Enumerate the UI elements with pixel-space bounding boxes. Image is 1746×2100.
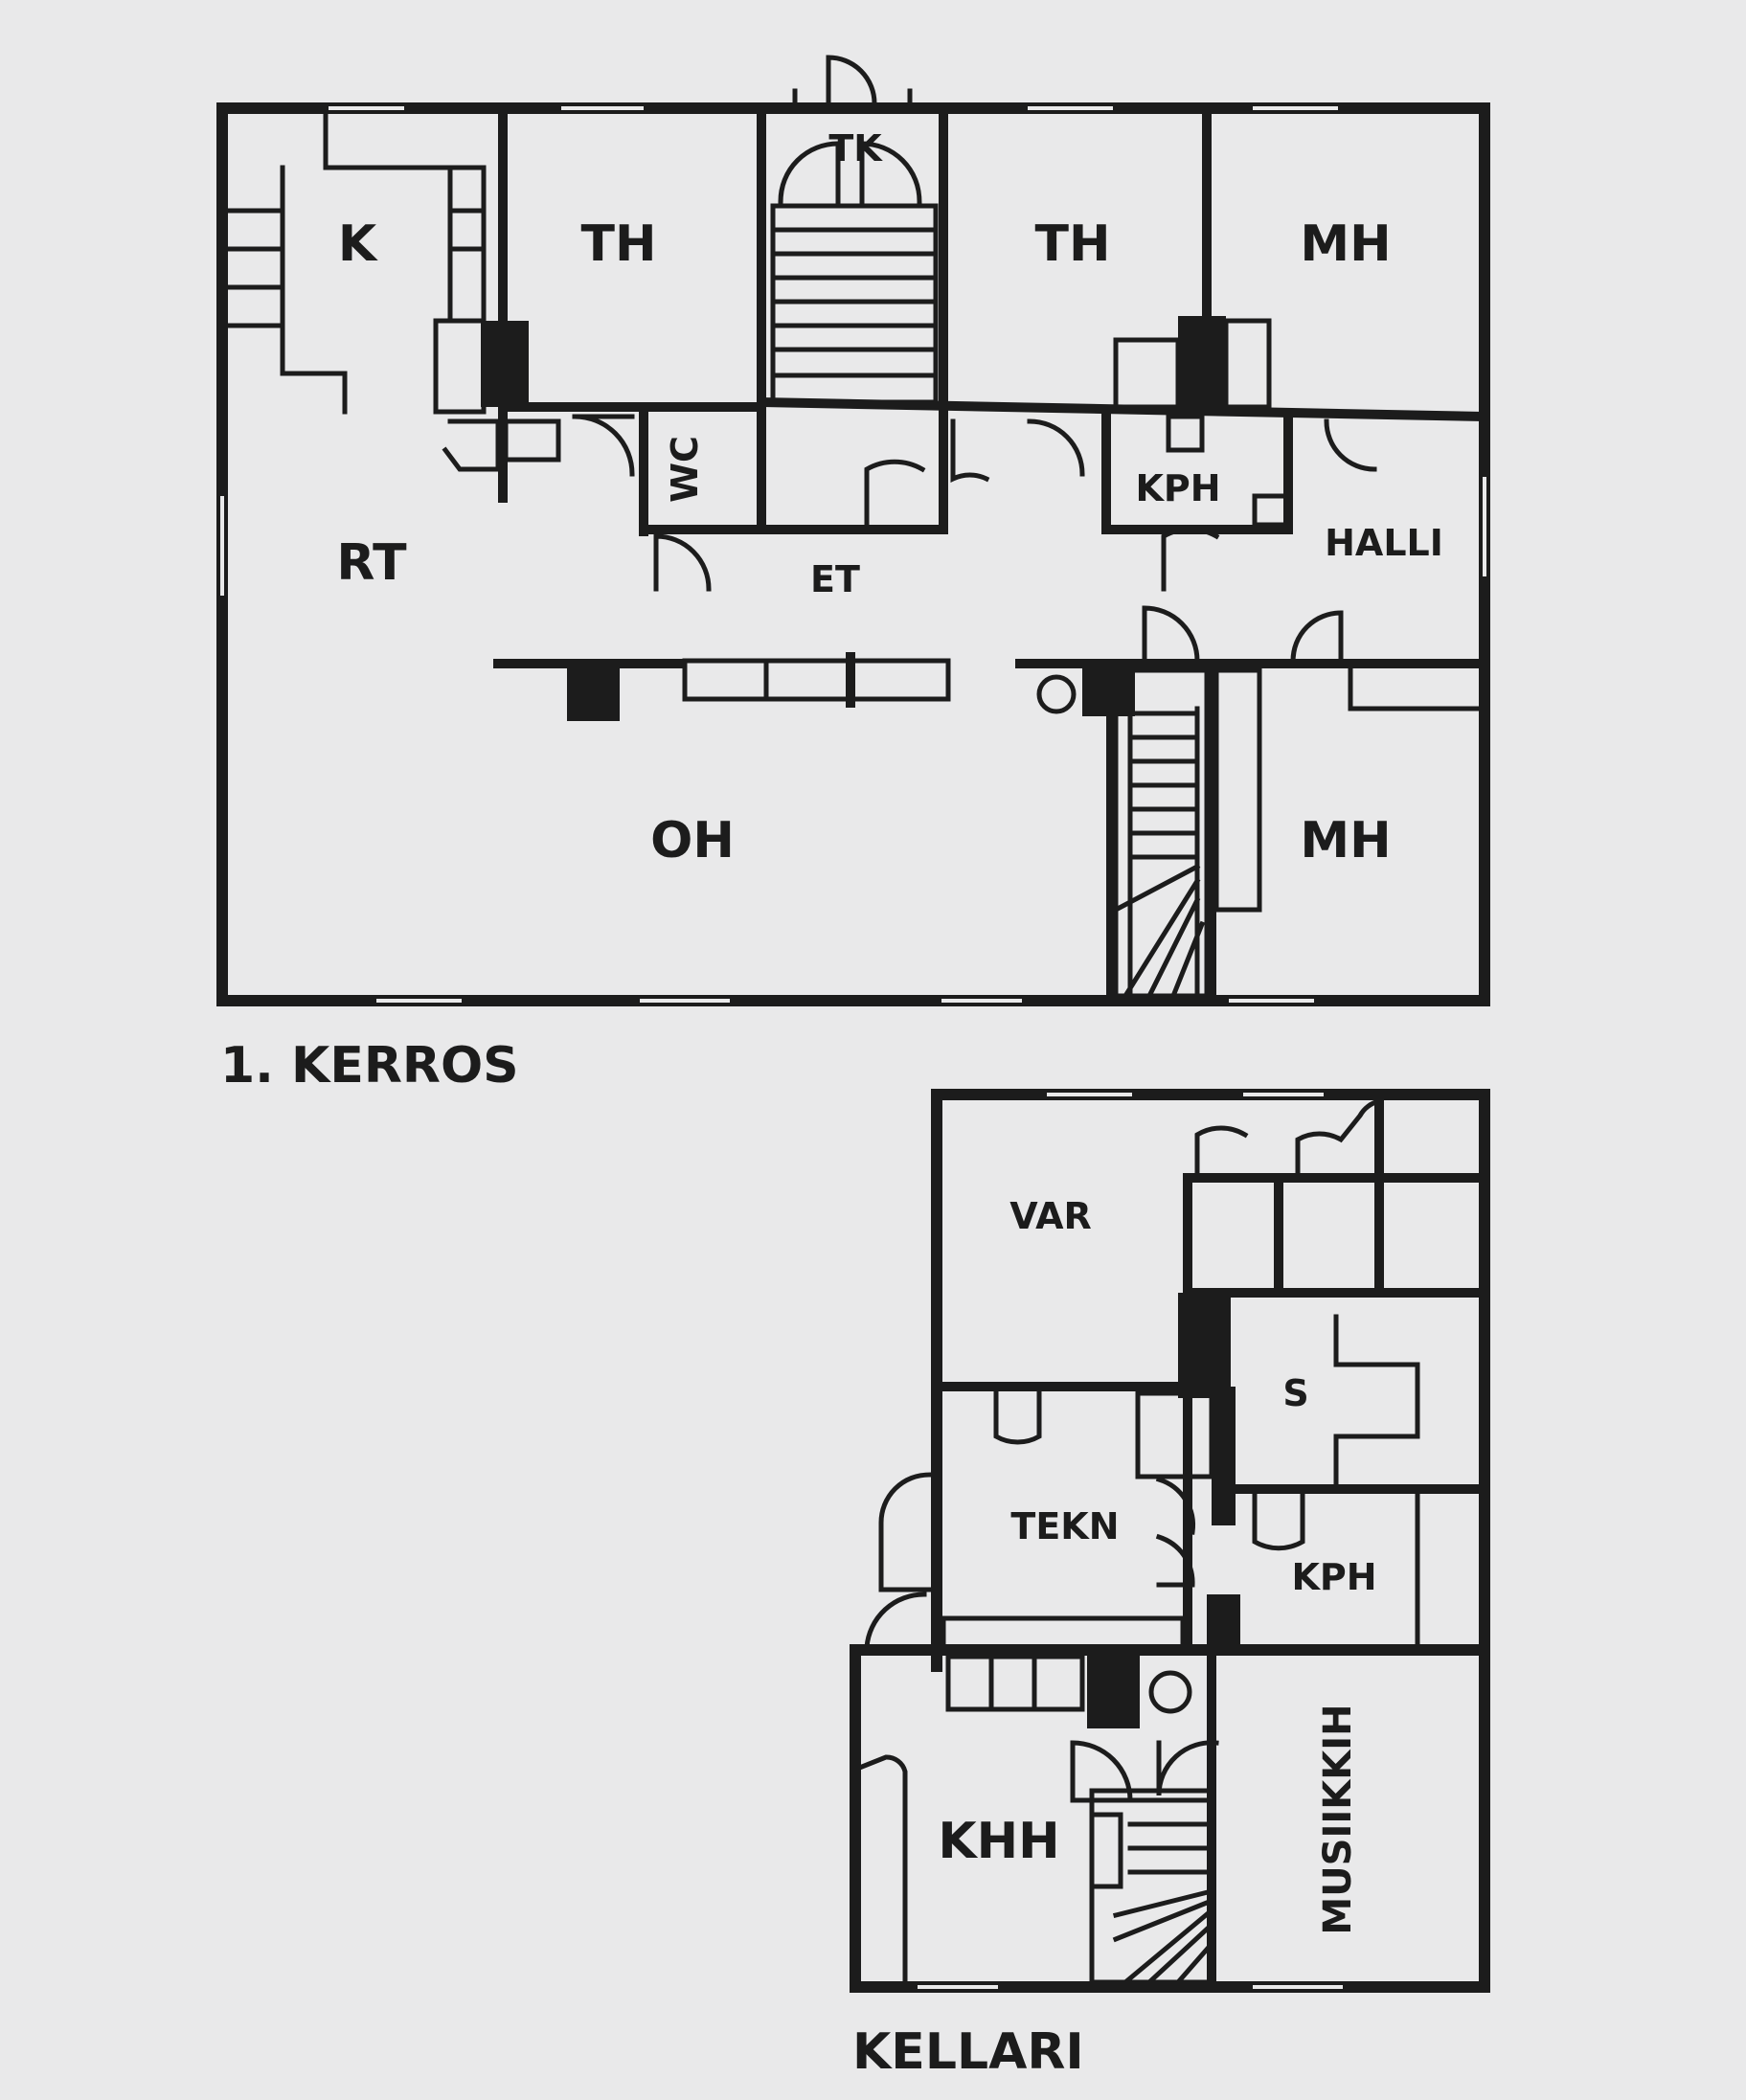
room-label-th-right: TH	[1035, 215, 1111, 273]
room-label-khh: KHH	[938, 1813, 1059, 1870]
floor1-caption: 1. KERROS	[220, 1037, 519, 1095]
room-label-musiikkih: MUSIIKKIH	[1316, 1704, 1360, 1934]
room-label-halli: HALLI	[1325, 522, 1443, 564]
floor1-windows	[220, 106, 1486, 1003]
room-label-kph-floor1: KPH	[1135, 467, 1220, 509]
floor1-doors	[572, 55, 1377, 664]
fireplace-units	[1113, 318, 1291, 528]
room-label-rt: RT	[336, 534, 407, 592]
basement-stairs	[1089, 1788, 1215, 1986]
room-label-et: ET	[810, 558, 860, 600]
basement-doors	[864, 1098, 1382, 1803]
room-label-wc: WC	[664, 436, 706, 503]
room-label-tekn: TEKN	[1010, 1505, 1119, 1547]
room-label-oh: OH	[650, 812, 735, 869]
first-floor-plan	[216, 55, 1490, 1006]
chimneys	[481, 316, 1226, 721]
room-label-kph-basement: KPH	[1291, 1556, 1376, 1598]
basement-caption: KELLARI	[852, 2023, 1084, 2081]
room-label-var: VAR	[1009, 1195, 1092, 1237]
basement-chimney	[1087, 1293, 1240, 1728]
room-label-mh-top: MH	[1300, 215, 1391, 273]
basement-column-circle	[1148, 1670, 1192, 1714]
mh-wardrobe	[1213, 667, 1483, 913]
floor1-basement-stairs	[1112, 667, 1210, 1000]
room-label-th-left: TH	[581, 215, 657, 273]
room-label-k: K	[338, 215, 378, 273]
basement-plan	[850, 1089, 1490, 1993]
basement-lower-wall	[850, 1644, 1490, 1993]
entrance-stairs	[770, 203, 939, 405]
room-label-mh-bottom: MH	[1300, 812, 1391, 869]
basement-windows	[918, 1093, 1343, 1989]
room-label-s: S	[1282, 1372, 1308, 1414]
basement-fixtures	[858, 1314, 1420, 1985]
room-label-tk: TK	[828, 127, 883, 169]
column-circle	[1036, 674, 1077, 714]
